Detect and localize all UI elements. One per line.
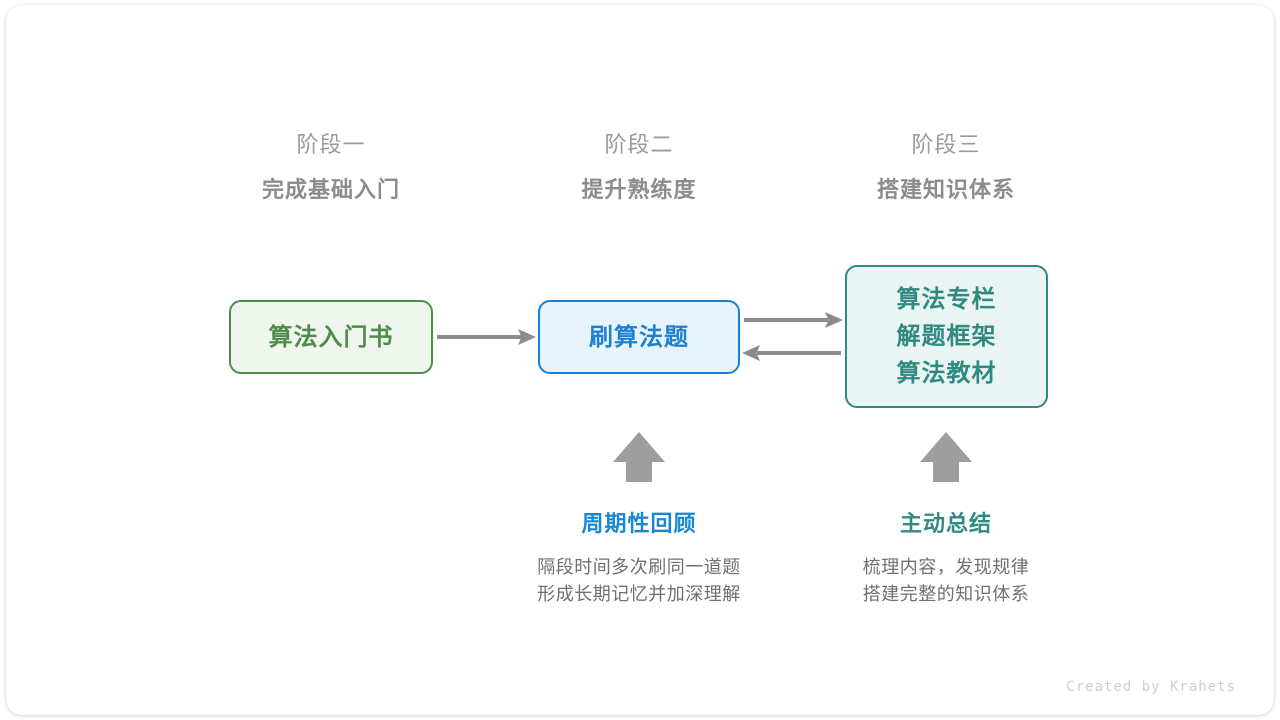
node-algorithm-intro-book[interactable]: 算法入门书 xyxy=(229,300,433,374)
stage-3-number: 阶段三 xyxy=(911,132,981,157)
note-review-desc-line-2: 形成长期记忆并加深理解 xyxy=(537,584,741,604)
stage-header-2: 阶段二 提升熟练度 xyxy=(509,130,769,206)
node-resources-line-2: 解题框架 xyxy=(896,323,997,350)
stage-2-number: 阶段二 xyxy=(604,132,674,157)
stage-1-title: 完成基础入门 xyxy=(261,177,400,202)
note-review-title: 周期性回顾 xyxy=(581,511,697,536)
node-practice-line-1: 刷算法题 xyxy=(589,323,689,351)
node-resources-line-3: 算法教材 xyxy=(896,360,997,387)
note-active-summary: 主动总结 梳理内容，发现规律 搭建完整的知识体系 xyxy=(796,509,1096,608)
note-summary-title: 主动总结 xyxy=(899,511,992,536)
node-resources-line-1: 算法专栏 xyxy=(896,286,997,313)
note-summary-desc-line-2: 搭建完整的知识体系 xyxy=(862,584,1030,604)
note-review-desc-line-1: 隔段时间多次刷同一道题 xyxy=(537,557,741,577)
stage-1-number: 阶段一 xyxy=(296,132,366,157)
node-practice-problems[interactable]: 刷算法题 xyxy=(538,300,740,374)
credit-text: Created by Krahets xyxy=(1066,679,1236,695)
note-periodic-review: 周期性回顾 隔段时间多次刷同一道题 形成长期记忆并加深理解 xyxy=(489,509,789,608)
stage-2-title: 提升熟练度 xyxy=(581,177,697,202)
note-summary-desc-line-1: 梳理内容，发现规律 xyxy=(862,557,1030,577)
node-book-line-1: 算法入门书 xyxy=(268,323,394,351)
node-learning-resources[interactable]: 算法专栏 解题框架 算法教材 xyxy=(845,265,1048,408)
stage-header-3: 阶段三 搭建知识体系 xyxy=(816,130,1076,206)
stage-header-1: 阶段一 完成基础入门 xyxy=(201,130,461,206)
stage-3-title: 搭建知识体系 xyxy=(876,177,1015,202)
